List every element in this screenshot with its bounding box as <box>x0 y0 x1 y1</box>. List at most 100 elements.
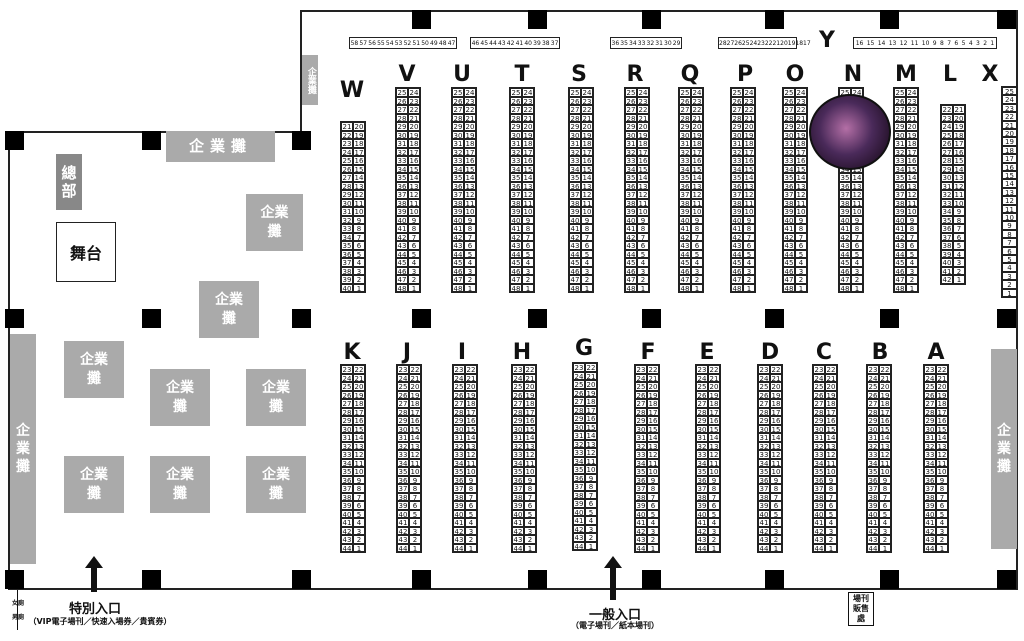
booth-cell[interactable]: 44 <box>894 249 906 259</box>
booth-cell[interactable]: 4 <box>770 518 782 527</box>
booth-cell[interactable]: 21 <box>953 105 965 114</box>
booth-cell[interactable]: 23 <box>813 365 825 374</box>
booth-cell[interactable]: 36 <box>341 249 353 259</box>
booth-cell[interactable]: 20 <box>936 382 948 391</box>
booth-cell[interactable]: 23 <box>397 365 409 374</box>
booth-cell[interactable]: 37 <box>452 190 464 199</box>
booth-cell[interactable]: 11 <box>1002 204 1017 214</box>
booth-cell[interactable]: 23 <box>691 96 703 106</box>
booth-cell[interactable]: 30 <box>569 130 581 140</box>
booth-cell[interactable]: 16 <box>795 156 807 165</box>
booth-cell[interactable]: 12 <box>953 181 965 191</box>
booth-cell[interactable]: 25 <box>569 88 581 97</box>
booth-cell[interactable]: 9 <box>353 475 365 484</box>
booth-cell[interactable]: 30 <box>758 424 770 434</box>
booth-cell[interactable]: 34 <box>341 232 353 242</box>
booth-cell[interactable]: 5 <box>953 241 965 250</box>
booth-cell[interactable]: 47 <box>510 275 522 284</box>
booth-cell[interactable]: 20 <box>795 122 807 131</box>
booth-cell[interactable]: 25 <box>1002 87 1017 96</box>
booth-cell[interactable]: 8 <box>708 484 720 493</box>
booth-cell[interactable]: 31 <box>867 433 879 442</box>
booth-cell[interactable]: 30 <box>341 424 353 434</box>
booth-cell[interactable]: 7 <box>1002 238 1017 247</box>
booth-cell[interactable]: 22 <box>522 105 534 114</box>
booth-cell[interactable]: 38 <box>839 198 851 208</box>
booth-cell[interactable]: 48 <box>452 283 464 293</box>
booth-cell[interactable]: 7 <box>464 232 476 241</box>
booth-cell[interactable]: 13 <box>953 173 965 182</box>
booth-cell[interactable]: 40 <box>635 509 647 519</box>
booth-cell[interactable]: 13 <box>353 441 365 451</box>
booth-cell[interactable]: 17 <box>770 407 782 417</box>
booth-cell[interactable]: 40 <box>396 215 408 225</box>
booth-cell[interactable]: 44 <box>512 543 524 553</box>
booth-cell[interactable]: 9 <box>637 215 649 224</box>
booth-cell[interactable]: 24 <box>635 373 647 383</box>
booth-cell[interactable]: 40 <box>696 509 708 519</box>
booth-cell[interactable]: 25 <box>783 88 795 97</box>
booth-cell[interactable]: 47 <box>396 275 408 284</box>
booth-cell[interactable]: 20 <box>408 122 420 131</box>
booth-cell[interactable]: 27 <box>696 399 708 408</box>
booth-cell[interactable]: 27 <box>453 399 465 408</box>
booth-cell[interactable]: 30 <box>813 424 825 434</box>
booth-cell[interactable]: 1 <box>906 283 918 292</box>
booth-cell[interactable]: 43 <box>569 241 581 250</box>
booth-cell[interactable]: 37 <box>924 484 936 493</box>
booth-cell[interactable]: 1 <box>637 283 649 292</box>
booth-cell[interactable]: 19 <box>524 390 536 400</box>
booth-cell[interactable]: 34 <box>453 458 465 468</box>
booth-cell[interactable]: 14 <box>647 433 659 442</box>
booth-cell[interactable]: 45 <box>396 258 408 267</box>
booth-cell[interactable]: 39 <box>813 501 825 510</box>
booth-cell[interactable]: 2 <box>465 535 477 544</box>
booth-cell[interactable]: 8 <box>522 224 534 233</box>
booth-cell[interactable]: 16 <box>353 416 365 425</box>
booth-cell[interactable]: 42 <box>341 526 353 536</box>
booth-cell[interactable]: 21 <box>936 373 948 383</box>
booth-cell[interactable]: 21 <box>585 371 597 381</box>
booth-cell[interactable]: 34 <box>894 164 906 174</box>
booth-cell[interactable]: 32 <box>573 439 585 449</box>
booth-cell[interactable]: 15 <box>647 424 659 434</box>
booth-cell[interactable]: 14 <box>691 173 703 182</box>
booth-cell[interactable]: 34 <box>510 164 522 174</box>
booth-cell[interactable]: 36 <box>839 181 851 191</box>
booth-cell[interactable]: 3 <box>795 266 807 275</box>
booth-cell[interactable]: 43 <box>758 535 770 544</box>
booth-cell[interactable]: 33 <box>924 450 936 459</box>
booth-cell[interactable]: 36 <box>679 181 691 191</box>
booth-cell[interactable]: 13 <box>408 181 420 191</box>
booth-cell[interactable]: 28 <box>731 113 743 123</box>
booth-cell[interactable]: 18 <box>522 139 534 148</box>
booth-cell[interactable]: 14 <box>465 433 477 442</box>
booth-cell[interactable]: 28 <box>696 407 708 417</box>
booth-cell[interactable]: 41 <box>813 518 825 527</box>
booth-cell[interactable]: 21 <box>353 373 365 383</box>
booth-cell[interactable]: 3 <box>408 266 420 275</box>
booth-cell[interactable]: 9 <box>851 215 863 224</box>
booth-cell[interactable]: 5 <box>691 249 703 258</box>
booth-cell[interactable]: 25 <box>512 382 524 391</box>
booth-cell[interactable]: 2 <box>409 535 421 544</box>
booth-cell[interactable]: 8 <box>795 224 807 233</box>
booth-cell[interactable]: 37 <box>679 190 691 199</box>
booth-cell[interactable]: 31 <box>758 433 770 442</box>
booth-cell[interactable]: 27 <box>867 399 879 408</box>
booth-cell[interactable]: 10 <box>879 467 891 476</box>
booth-cell[interactable]: 19 <box>936 390 948 400</box>
booth-cell[interactable]: 15 <box>795 164 807 174</box>
booth-cell[interactable]: 43 <box>397 535 409 544</box>
booth-cell[interactable]: 14 <box>353 173 365 182</box>
booth-cell[interactable]: 6 <box>708 501 720 510</box>
booth-cell[interactable]: 4 <box>851 258 863 267</box>
booth-cell[interactable]: 43 <box>813 535 825 544</box>
booth-cell[interactable]: 13 <box>691 181 703 191</box>
booth-cell[interactable]: 17 <box>465 407 477 417</box>
booth-cell[interactable]: 42 <box>679 232 691 242</box>
booth-cell[interactable]: 4 <box>691 258 703 267</box>
booth-cell[interactable]: 41 <box>696 518 708 527</box>
booth-cell[interactable]: 29 <box>453 416 465 425</box>
booth-cell[interactable]: 17 <box>743 147 755 157</box>
